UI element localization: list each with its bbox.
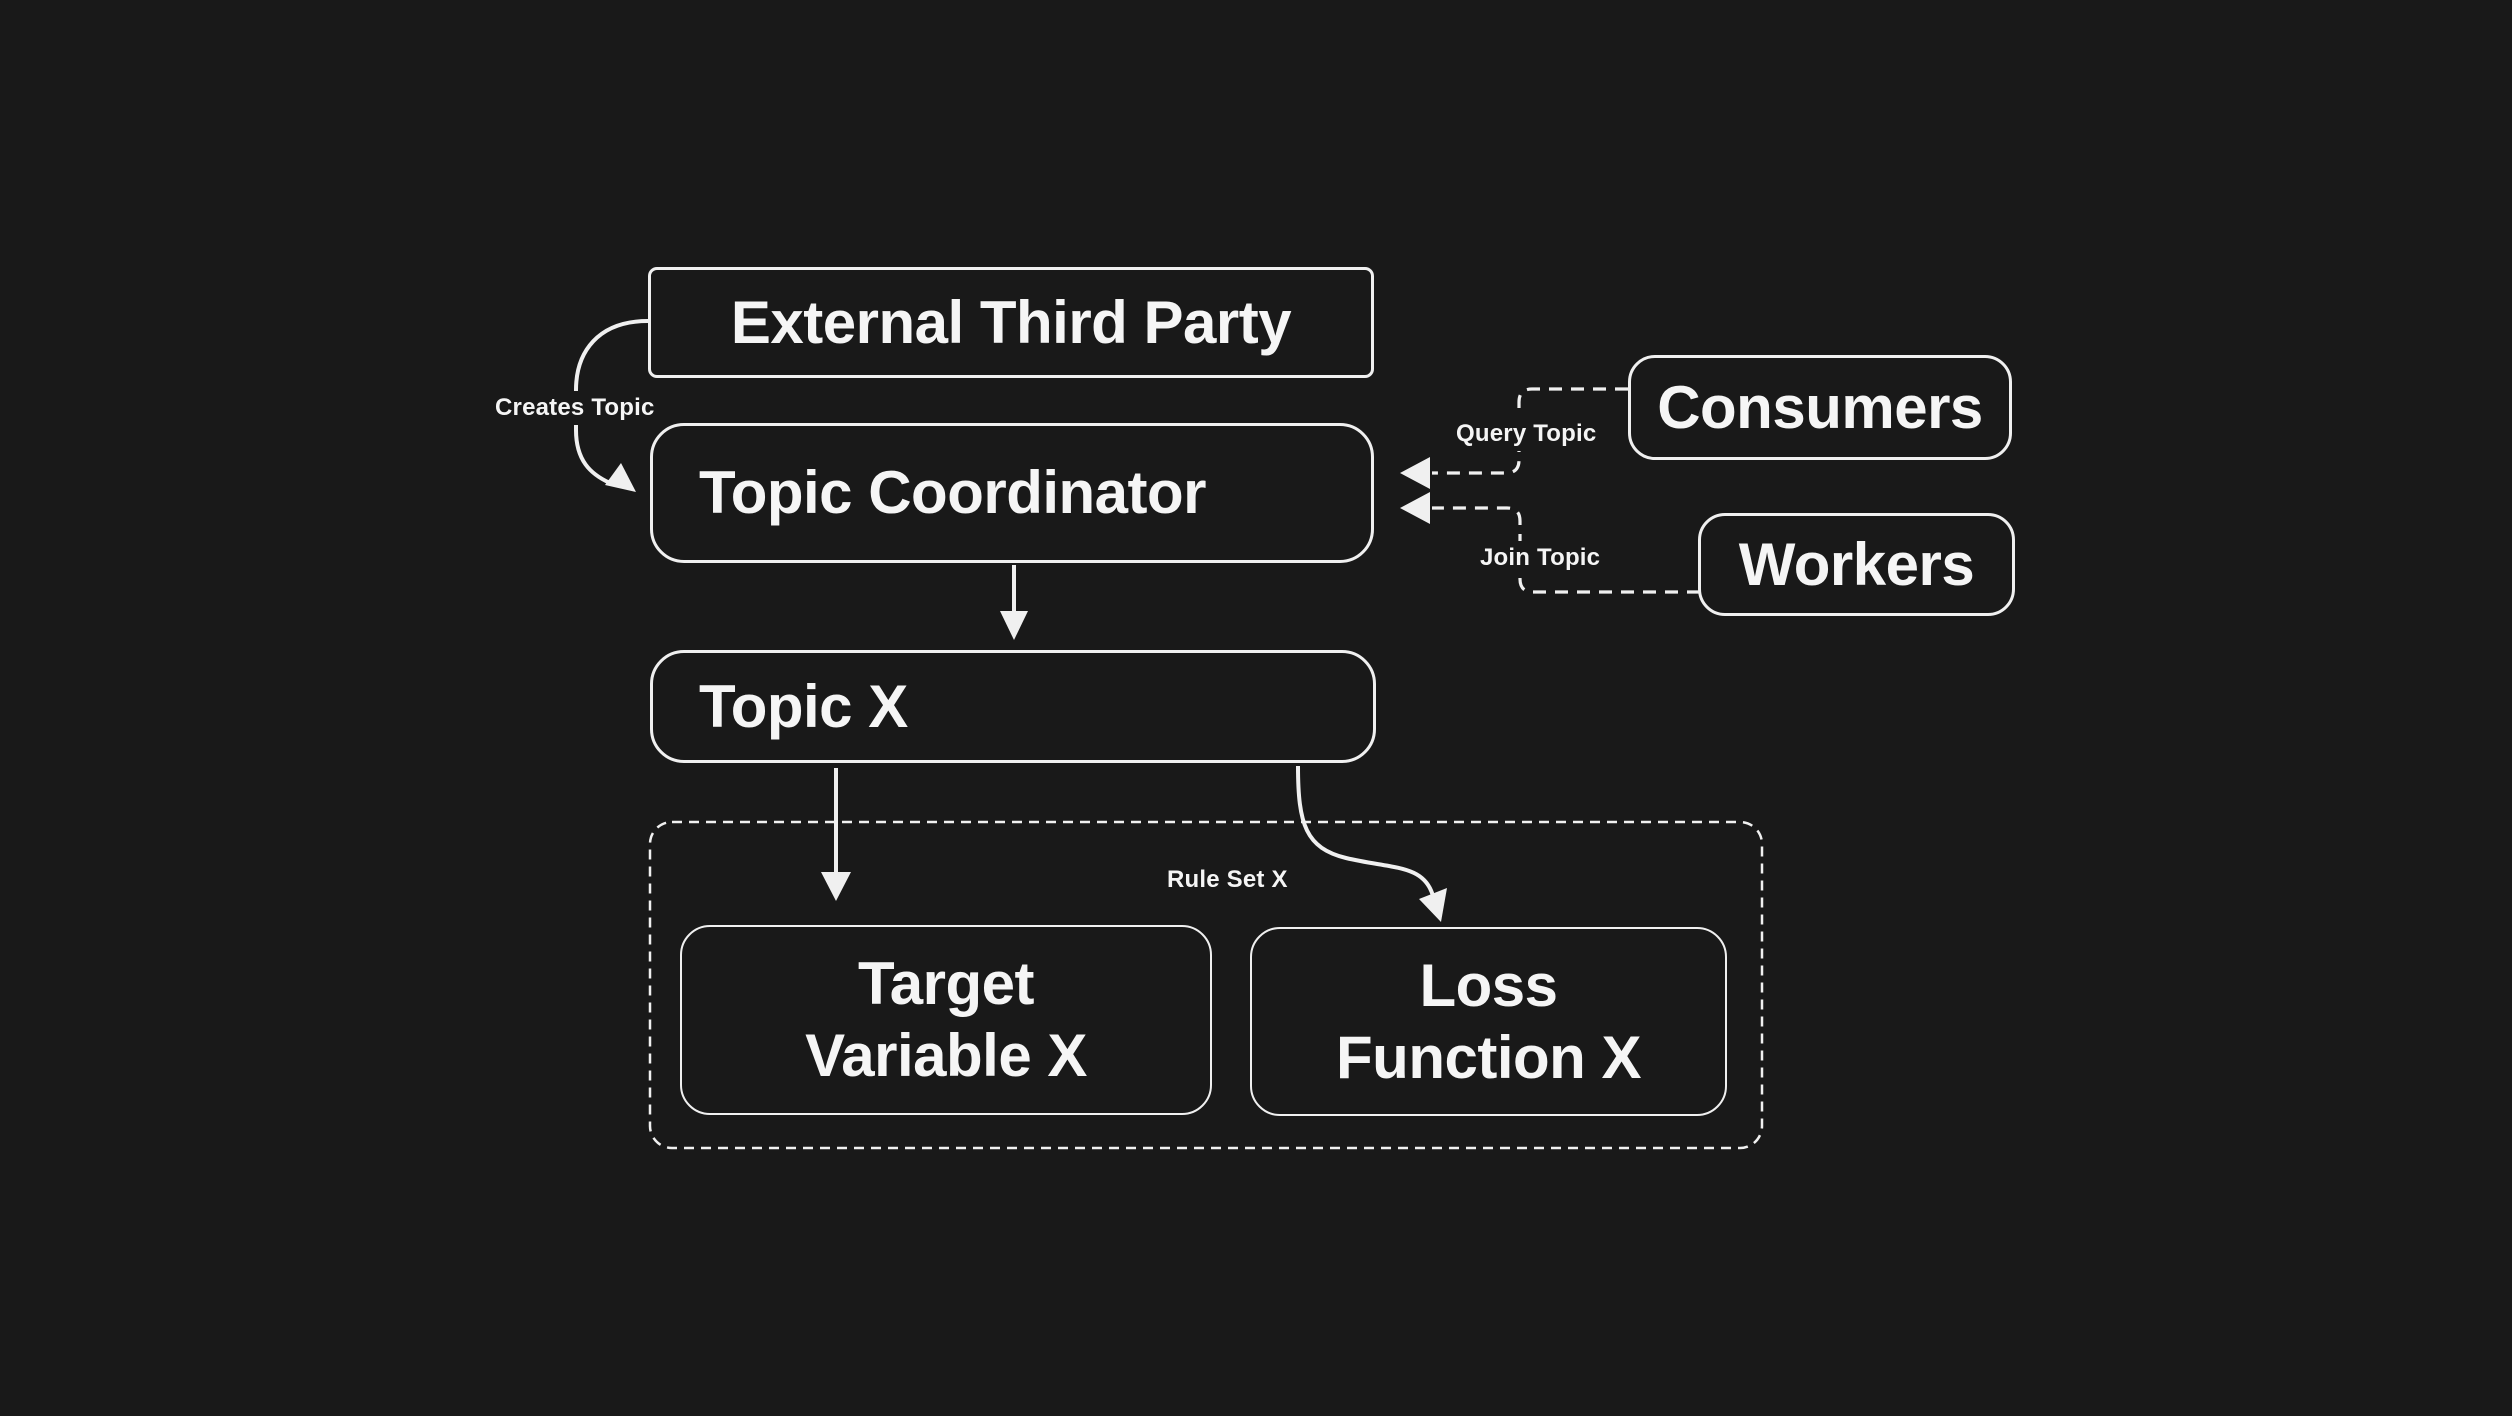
- edge-label-query-topic: Query Topic: [1449, 417, 1604, 451]
- edge-label-creates-topic: Creates Topic: [488, 391, 662, 425]
- node-topic-coordinator: Topic Coordinator: [650, 423, 1374, 563]
- edge-label-rule-set-x: Rule Set X: [1160, 863, 1295, 897]
- creates-topic-arrowhead: [605, 463, 636, 492]
- node-workers-label: Workers: [1738, 530, 1975, 598]
- node-loss-function-x-label-line2: Function X: [1336, 1023, 1641, 1091]
- node-workers: Workers: [1698, 513, 2015, 616]
- node-loss-function-x-label-line1: Loss: [1419, 951, 1558, 1019]
- join-topic-arrowhead: [1400, 492, 1430, 524]
- node-topic-coordinator-label: Topic Coordinator: [699, 459, 1207, 527]
- rule-set-boundary: [648, 820, 1764, 1150]
- topic-to-target-arrowhead: [821, 872, 851, 901]
- node-consumers-label: Consumers: [1657, 373, 1983, 441]
- node-target-variable-x: Target Variable X: [680, 925, 1212, 1115]
- node-target-variable-x-label-line1: Target: [858, 950, 1034, 1017]
- node-target-variable-x-label-line2: Variable X: [805, 1022, 1087, 1089]
- coordinator-to-topic-arrowhead: [1000, 611, 1028, 640]
- node-external-third-party-label: External Third Party: [730, 288, 1292, 356]
- node-external-third-party: External Third Party: [648, 267, 1374, 378]
- topic-to-loss-arrow-line: [1296, 765, 1435, 897]
- node-topic-x-label: Topic X: [699, 672, 908, 740]
- edge-label-join-topic: Join Topic: [1473, 541, 1608, 575]
- node-loss-function-x: Loss Function X: [1250, 927, 1727, 1116]
- creates-topic-arrow-line: [574, 319, 649, 485]
- node-consumers: Consumers: [1628, 355, 2012, 460]
- topic-to-loss-arrowhead: [1419, 888, 1447, 922]
- node-topic-x: Topic X: [650, 650, 1376, 763]
- query-topic-arrowhead: [1400, 457, 1430, 489]
